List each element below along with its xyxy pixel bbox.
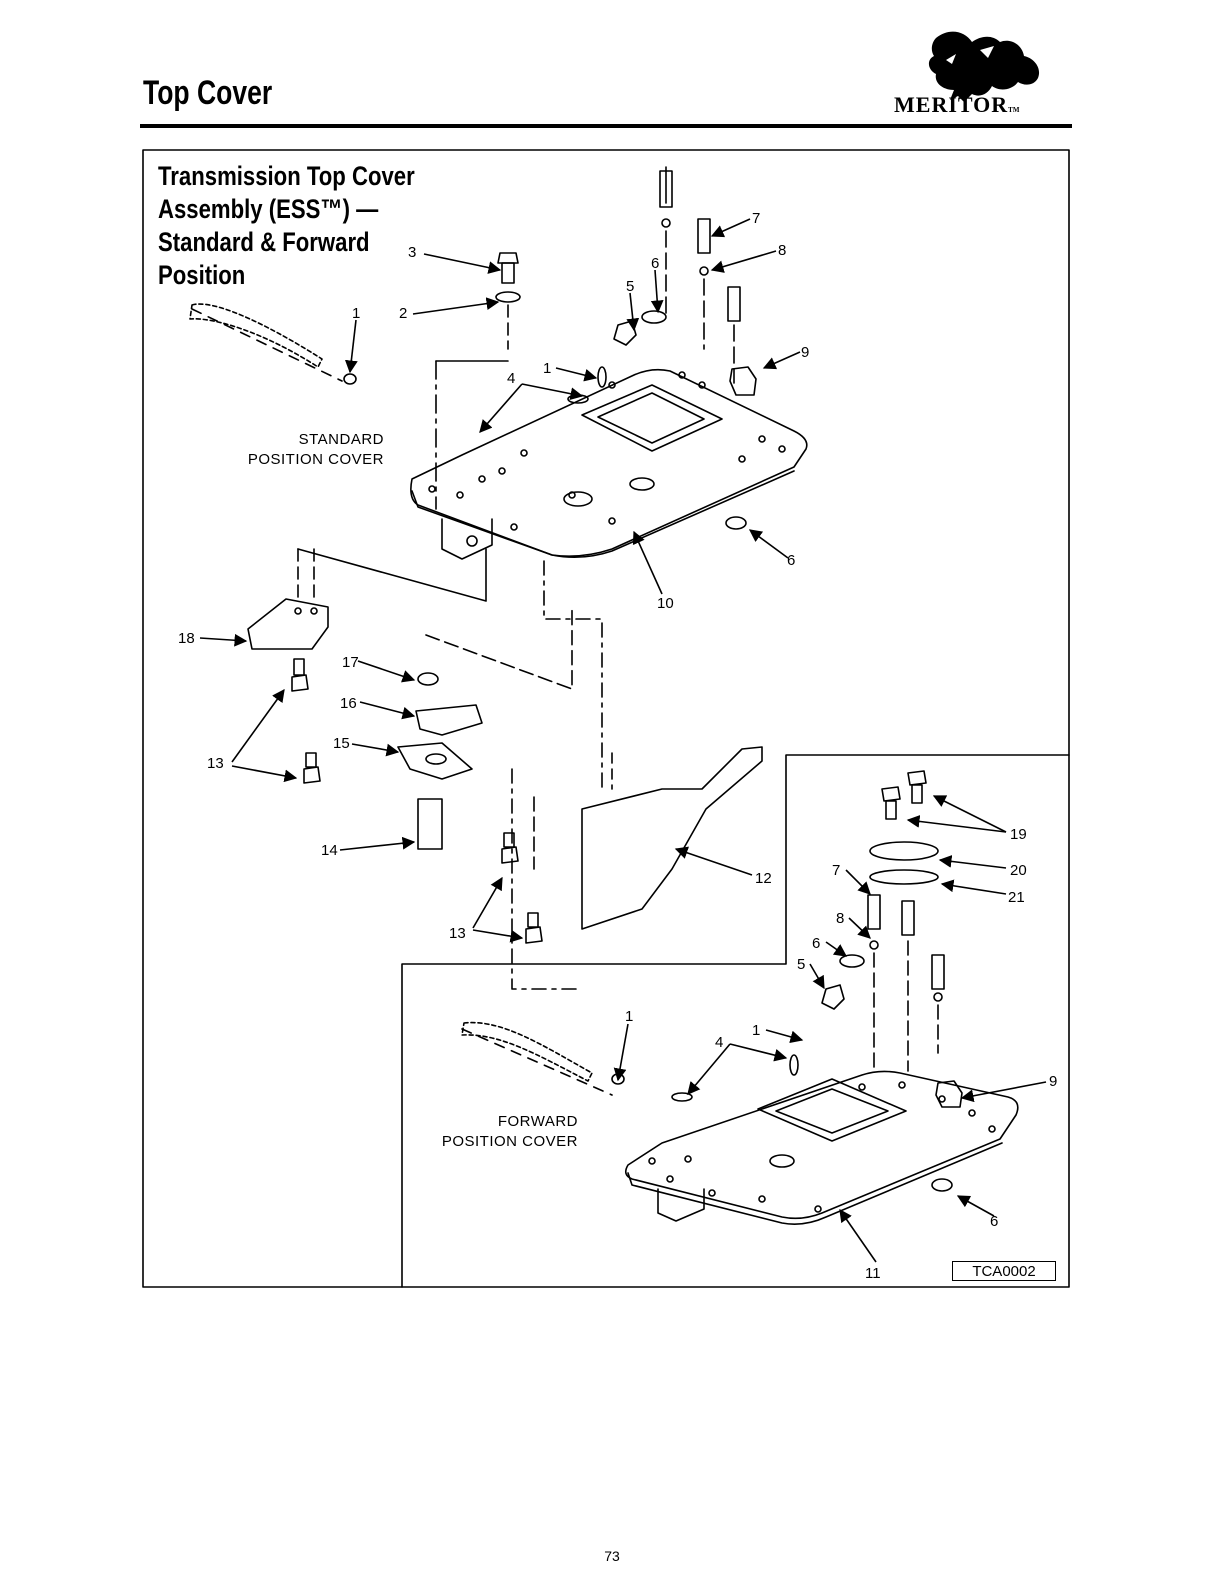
callout-number: 9 [801, 344, 810, 361]
figure-id-box: TCA0002 [952, 1261, 1056, 1281]
callout-number: 4 [715, 1034, 724, 1051]
figure-title-line: Standard & Forward [158, 227, 370, 257]
standard-shift-tower [581, 384, 723, 452]
forward-cap-6 [839, 954, 865, 968]
callout-number: 19 [1010, 826, 1027, 843]
figure-title: Transmission Top Cover Assembly (ESS™) —… [158, 160, 415, 292]
callout-number: 11 [865, 1265, 881, 1282]
callout-number: 13 [449, 925, 466, 942]
standard-shift-rail [189, 303, 323, 368]
forward-bolts-19 [881, 770, 927, 820]
forward-label-line: POSITION COVER [441, 1133, 578, 1150]
callout-number: 8 [836, 910, 845, 927]
meritor-bull-logo [928, 31, 1040, 102]
forward-spring-a [867, 894, 881, 930]
bolt-13-a [291, 658, 309, 692]
callout-number: 4 [507, 370, 516, 387]
bracket-12 [581, 746, 763, 930]
forward-shift-tower [757, 1078, 907, 1142]
header-rule [140, 124, 1072, 128]
callout-number: 2 [399, 305, 408, 322]
brand-wordmark: MERITORTM [894, 92, 1019, 118]
stud-14 [417, 798, 443, 850]
callout-number: 6 [651, 255, 660, 272]
callout-number: 8 [778, 242, 787, 259]
gasket-21 [869, 869, 939, 885]
page-title: Top Cover [143, 74, 273, 112]
callout-number: 14 [321, 842, 338, 859]
standard-plug-9 [729, 366, 757, 396]
brand-tm: TM [1008, 106, 1020, 114]
callout-number: 7 [832, 862, 841, 879]
standard-breather-5 [613, 320, 637, 346]
brand-name: MERITOR [894, 92, 1009, 117]
forward-cap-6-lower [931, 1178, 953, 1192]
standard-mounting-lug [441, 518, 493, 560]
forward-shift-rail [461, 1021, 593, 1082]
standard-bolt-3 [495, 252, 521, 350]
callout-number: 6 [990, 1213, 999, 1230]
callout-number: 17 [342, 654, 359, 671]
bolt-13-d [525, 912, 543, 944]
callout-number: 12 [755, 870, 772, 887]
page-number: 73 [604, 1548, 620, 1564]
standard-cap-6-lower [725, 516, 747, 530]
callout-number: 5 [797, 956, 806, 973]
callout-number: 5 [626, 278, 635, 295]
standard-bolt-holes [428, 371, 786, 531]
forward-label-line: FORWARD [497, 1113, 578, 1130]
callout-number: 1 [543, 360, 552, 377]
bracket-18 [247, 598, 329, 650]
exploded-parts-diagram [142, 149, 1070, 1288]
callout-number: 1 [352, 305, 361, 322]
inset-frame [401, 754, 1070, 1288]
callout-number: 6 [812, 935, 821, 952]
callout-number: 7 [752, 210, 761, 227]
callout-number: 20 [1010, 862, 1027, 879]
plate-20 [869, 841, 939, 861]
forward-spring-b [901, 900, 915, 936]
callout-number: 16 [340, 695, 357, 712]
forward-mounting-lug [657, 1188, 705, 1222]
callout-number: 21 [1008, 889, 1025, 906]
washer-17 [417, 672, 439, 686]
callout-number: 13 [207, 755, 224, 772]
figure-title-line: Assembly (ESS™) — [158, 194, 379, 224]
callout-number: 6 [787, 552, 796, 569]
standard-cover-plate [410, 368, 808, 557]
standard-label-line: STANDARD [298, 431, 384, 448]
bolt-13-c [501, 832, 519, 864]
callout-number: 18 [178, 630, 195, 647]
forward-plug-9 [935, 1080, 963, 1108]
bolt-13-b [303, 752, 321, 784]
standard-detent-hole [629, 477, 655, 491]
plate-15 [397, 742, 473, 780]
figure-title-line: Position [158, 260, 246, 290]
forward-spring-c [931, 954, 945, 990]
callout-number: 10 [657, 595, 674, 612]
callout-number: 1 [752, 1022, 761, 1039]
forward-bolt-holes [648, 1081, 996, 1213]
standard-cap-6 [641, 310, 667, 324]
callout-number: 1 [625, 1008, 634, 1025]
standard-springs [659, 166, 741, 322]
callout-number: 3 [408, 244, 417, 261]
forward-position-label: FORWARD POSITION COVER [420, 1112, 578, 1152]
callout-number: 15 [333, 735, 350, 752]
standard-position-label: STANDARD POSITION COVER [226, 430, 384, 470]
figure-frame [142, 149, 1070, 1288]
figure-title-line: Transmission Top Cover [158, 161, 415, 191]
standard-label-line: POSITION COVER [247, 451, 384, 468]
forward-breather-5 [821, 984, 845, 1010]
callout-number: 9 [1049, 1073, 1058, 1090]
plate-16 [415, 704, 483, 736]
